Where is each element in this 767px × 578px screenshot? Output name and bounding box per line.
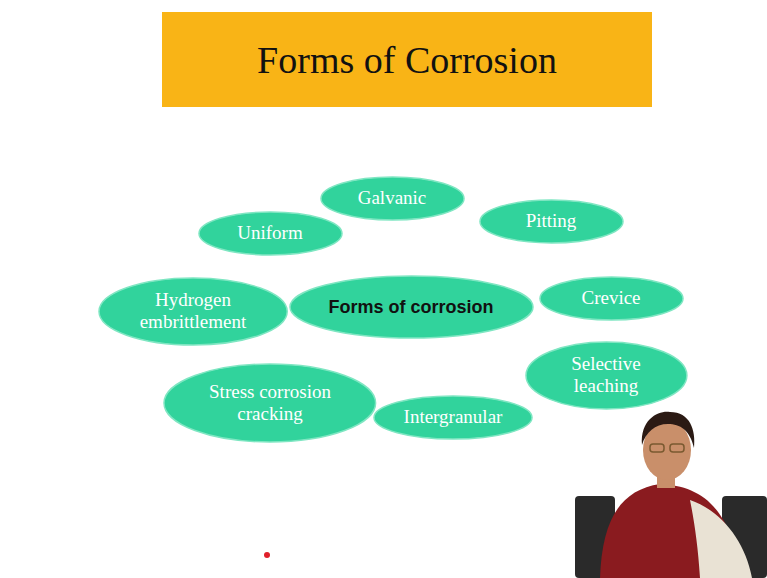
title-band: Forms of Corrosion [162, 12, 652, 107]
form-label: Selective leaching [549, 353, 662, 397]
form-ellipse: Uniform [198, 211, 343, 256]
form-ellipse: Intergranular [373, 395, 533, 440]
form-label: Crevice [581, 287, 640, 309]
form-label: Stress corrosion cracking [194, 381, 346, 425]
form-ellipse: Galvanic [320, 176, 465, 221]
form-ellipse: Crevice [539, 276, 684, 321]
form-ellipse: Hydrogen embrittlement [98, 277, 288, 346]
form-ellipse: Selective leaching [525, 341, 688, 410]
form-label: Hydrogen embrittlement [126, 289, 260, 333]
form-ellipse: Pitting [479, 199, 624, 244]
form-label: Pitting [526, 210, 577, 232]
pointer-dot [264, 552, 270, 558]
form-label: Uniform [237, 222, 302, 244]
presenter-figure [575, 412, 767, 578]
form-label: Galvanic [358, 187, 427, 209]
form-ellipse: Stress corrosion cracking [163, 363, 377, 443]
form-label: Intergranular [404, 406, 503, 428]
form-label: Forms of corrosion [328, 297, 493, 318]
slide-title: Forms of Corrosion [257, 38, 557, 82]
hub-ellipse: Forms of corrosion [289, 275, 534, 339]
